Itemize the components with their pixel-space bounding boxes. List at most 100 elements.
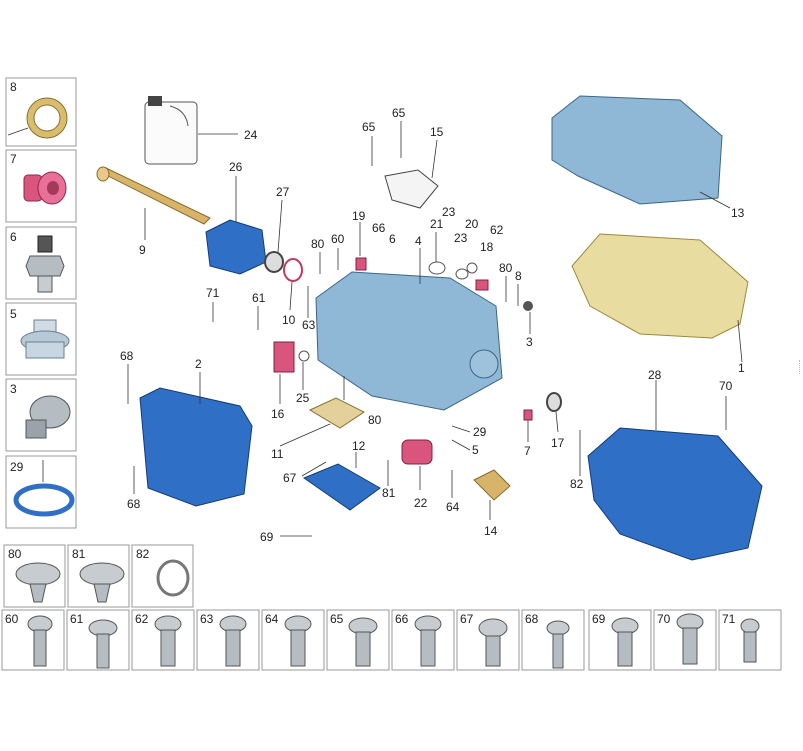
callout-64: 64 — [446, 500, 460, 514]
thumb-part-62[interactable]: 62 — [131, 609, 195, 671]
part-27-seal[interactable]: 27 — [264, 185, 290, 273]
part-19-fitting[interactable]: 19 — [352, 209, 367, 271]
callout-65b: 65 — [392, 106, 406, 120]
part-1-gold-housing[interactable]: 1 — [571, 233, 749, 375]
thumb-part-7[interactable]: 7 — [5, 149, 77, 223]
part-21-ring[interactable]: 21 — [428, 217, 446, 275]
callout-61: 61 — [252, 291, 266, 305]
part-10-ring[interactable]: 10 — [282, 258, 303, 327]
callout-65a: 65 — [362, 120, 376, 134]
thumb-label-65: 65 — [330, 612, 344, 626]
part-22-actuator[interactable]: 22 — [401, 439, 433, 510]
part-28-gearbox-assembly[interactable]: 28 — [587, 368, 763, 561]
thumb-part-3[interactable]: 3 — [5, 378, 77, 452]
callout-1: 1 — [738, 361, 745, 375]
thumb-part-71[interactable]: 71 — [718, 609, 782, 671]
callout-82: 82 — [570, 477, 584, 491]
thumb-part-69[interactable]: 69 — [588, 609, 652, 671]
callout-17: 17 — [551, 436, 565, 450]
callout-20: 20 — [465, 217, 479, 231]
callout-66: 66 — [372, 221, 386, 235]
thumb-part-82[interactable]: 82 — [131, 544, 194, 608]
part-7-plug[interactable]: 7 — [523, 409, 533, 458]
callout-71: 71 — [206, 286, 220, 300]
thumb-part-61[interactable]: 61 — [66, 609, 130, 671]
callout-14: 14 — [484, 524, 498, 538]
thumb-part-67[interactable]: 67 — [456, 609, 520, 671]
thumb-part-66[interactable]: 66 — [391, 609, 455, 671]
callout-10: 10 — [282, 313, 296, 327]
thumb-part-8[interactable]: 8 — [5, 77, 77, 147]
part-4-transmission-body[interactable]: 4 — [315, 234, 503, 411]
thumb-part-65[interactable]: 65 — [326, 609, 390, 671]
callout-3: 3 — [526, 335, 533, 349]
left-thumbnail-column: 8 7 6 5 — [5, 77, 77, 529]
thumb-part-80[interactable]: 80 — [3, 544, 66, 608]
part-2-control-module[interactable]: 2 — [139, 357, 253, 507]
callout-62: 62 — [490, 223, 504, 237]
main-exploded-view: 24 9 26 27 10 15 — [96, 95, 763, 561]
callout-13: 13 — [731, 206, 745, 220]
thumb-label-82: 82 — [136, 547, 150, 561]
callout-18: 18 — [480, 240, 494, 254]
part-17-seal[interactable]: 17 — [546, 392, 565, 450]
thumb-label-80: 80 — [8, 547, 22, 561]
part-26-housing[interactable]: 26 — [205, 160, 267, 275]
callout-16: 16 — [271, 407, 285, 421]
callout-29: 29 — [473, 425, 487, 439]
callout-6: 6 — [389, 232, 396, 246]
thumb-label-7: 7 — [10, 152, 17, 166]
thumb-part-81[interactable]: 81 — [67, 544, 130, 608]
callout-80a: 80 — [311, 237, 325, 251]
thumb-part-64[interactable]: 64 — [261, 609, 325, 671]
callout-11: 11 — [271, 447, 284, 461]
callout-67: 67 — [283, 471, 297, 485]
callout-12: 12 — [352, 439, 366, 453]
thumb-part-6[interactable]: 6 — [5, 226, 77, 300]
thumb-part-68[interactable]: 68 — [521, 609, 585, 671]
thumb-label-5: 5 — [10, 307, 17, 321]
part-14-filter[interactable]: 14 — [473, 469, 511, 538]
callout-69: 69 — [260, 530, 274, 544]
part-18-fitting[interactable]: 18 — [475, 240, 494, 291]
part-15-cover-plate[interactable]: 15 65 65 — [362, 106, 444, 209]
thumb-part-63[interactable]: 63 — [196, 609, 260, 671]
callout-68b: 68 — [127, 497, 141, 511]
callout-5: 5 — [472, 443, 479, 457]
callout-81: 81 — [382, 486, 396, 500]
thumb-part-5[interactable]: 5 — [5, 302, 77, 376]
thumb-label-60: 60 — [5, 612, 19, 626]
thumb-label-69: 69 — [592, 612, 606, 626]
thumb-label-6: 6 — [10, 230, 17, 244]
thumb-part-60[interactable]: 60 — [1, 609, 65, 671]
page-edge-handle — [799, 360, 803, 374]
callout-21: 21 — [430, 217, 444, 231]
callout-9: 9 — [139, 243, 146, 257]
thumb-label-29: 29 — [10, 460, 24, 474]
part-16-valve-block[interactable]: 16 — [271, 341, 295, 421]
callout-60: 60 — [331, 232, 345, 246]
part-11-plate[interactable]: 11 — [271, 397, 365, 461]
callout-70: 70 — [719, 379, 733, 393]
thumb-part-29[interactable]: 29 — [5, 455, 77, 529]
callout-7: 7 — [524, 444, 531, 458]
part-12-oil-pan[interactable]: 12 — [302, 439, 381, 511]
thumb-label-63: 63 — [200, 612, 214, 626]
part-13-top-cover[interactable]: 13 — [551, 95, 745, 220]
thumb-label-3: 3 — [10, 382, 17, 396]
callout-23b: 23 — [454, 231, 468, 245]
part-3-plug[interactable]: 3 — [523, 301, 533, 349]
callout-4: 4 — [415, 234, 422, 248]
callout-23a: 23 — [442, 205, 456, 219]
thumb-label-64: 64 — [265, 612, 279, 626]
thumb-label-68: 68 — [525, 612, 539, 626]
thumb-label-70: 70 — [657, 612, 671, 626]
thumb-label-71: 71 — [722, 612, 736, 626]
callout-80b: 80 — [499, 261, 513, 275]
thumb-part-70[interactable]: 70 — [653, 609, 717, 671]
part-24-oil-canister[interactable]: 24 — [144, 96, 258, 165]
callout-26: 26 — [229, 160, 243, 174]
callout-8: 8 — [515, 269, 522, 283]
part-9-shaft[interactable]: 9 — [96, 166, 211, 257]
